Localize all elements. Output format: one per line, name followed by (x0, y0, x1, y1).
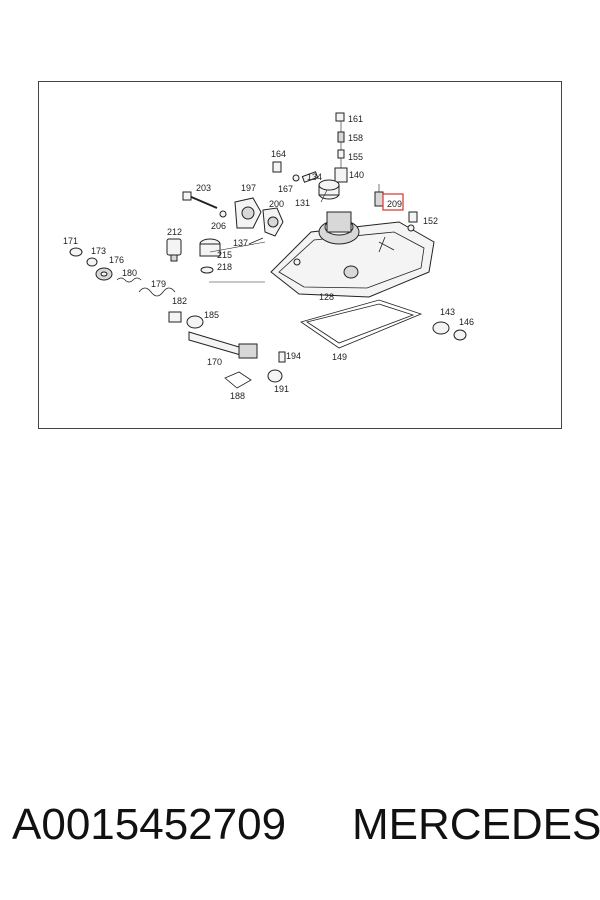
label-215: 215 (217, 250, 232, 260)
label-146: 146 (459, 317, 474, 327)
label-212: 212 (167, 227, 182, 237)
label-134: 134 (307, 172, 322, 182)
label-197: 197 (241, 183, 256, 193)
label-137: 137 (233, 238, 248, 248)
label-143: 143 (440, 307, 455, 317)
leader-lines (209, 189, 328, 283)
housing-cover (270, 211, 435, 298)
label-191: 191 (274, 384, 289, 394)
brand-name: MERCEDES (352, 800, 600, 849)
label-180: 180 (122, 268, 137, 278)
label-200: 200 (269, 199, 284, 209)
label-161: 161 (348, 114, 363, 124)
label-128: 128 (319, 292, 334, 302)
gasket (300, 299, 423, 349)
label-206: 206 (211, 221, 226, 231)
part-number: A0015452709 (12, 800, 287, 849)
label-164: 164 (271, 149, 286, 159)
label-171: 171 (63, 236, 78, 246)
label-158: 158 (348, 133, 363, 143)
label-209: 209 (387, 199, 402, 209)
label-140: 140 (349, 170, 364, 180)
parts-diagram: 161 158 155 140 164 134 167 203 197 131 … (38, 81, 562, 429)
bushing (318, 179, 340, 200)
flange (219, 197, 284, 237)
label-149: 149 (332, 352, 347, 362)
label-188: 188 (230, 391, 245, 401)
label-167: 167 (278, 184, 293, 194)
switch-209 (374, 184, 418, 223)
label-131: 131 (295, 198, 310, 208)
label-203: 203 (196, 183, 211, 193)
label-185: 185 (204, 310, 219, 320)
sensor-parts (166, 237, 264, 274)
bolt (182, 191, 218, 209)
plugs (432, 321, 467, 341)
label-170: 170 (207, 357, 222, 367)
label-194: 194 (286, 351, 301, 361)
pin-parts (272, 161, 319, 183)
label-173: 173 (91, 246, 106, 256)
label-152: 152 (423, 216, 438, 226)
label-155: 155 (348, 152, 363, 162)
product-caption: A0015452709 MERCEDES (0, 800, 600, 860)
label-176: 176 (109, 255, 124, 265)
label-218: 218 (217, 262, 232, 272)
label-179: 179 (151, 279, 166, 289)
exploded-view-drawing: 161 158 155 140 164 134 167 203 197 131 … (63, 112, 474, 401)
shaft-assembly (69, 247, 286, 389)
stacked-parts (334, 112, 348, 183)
label-182: 182 (172, 296, 187, 306)
highlight-box (382, 193, 404, 211)
